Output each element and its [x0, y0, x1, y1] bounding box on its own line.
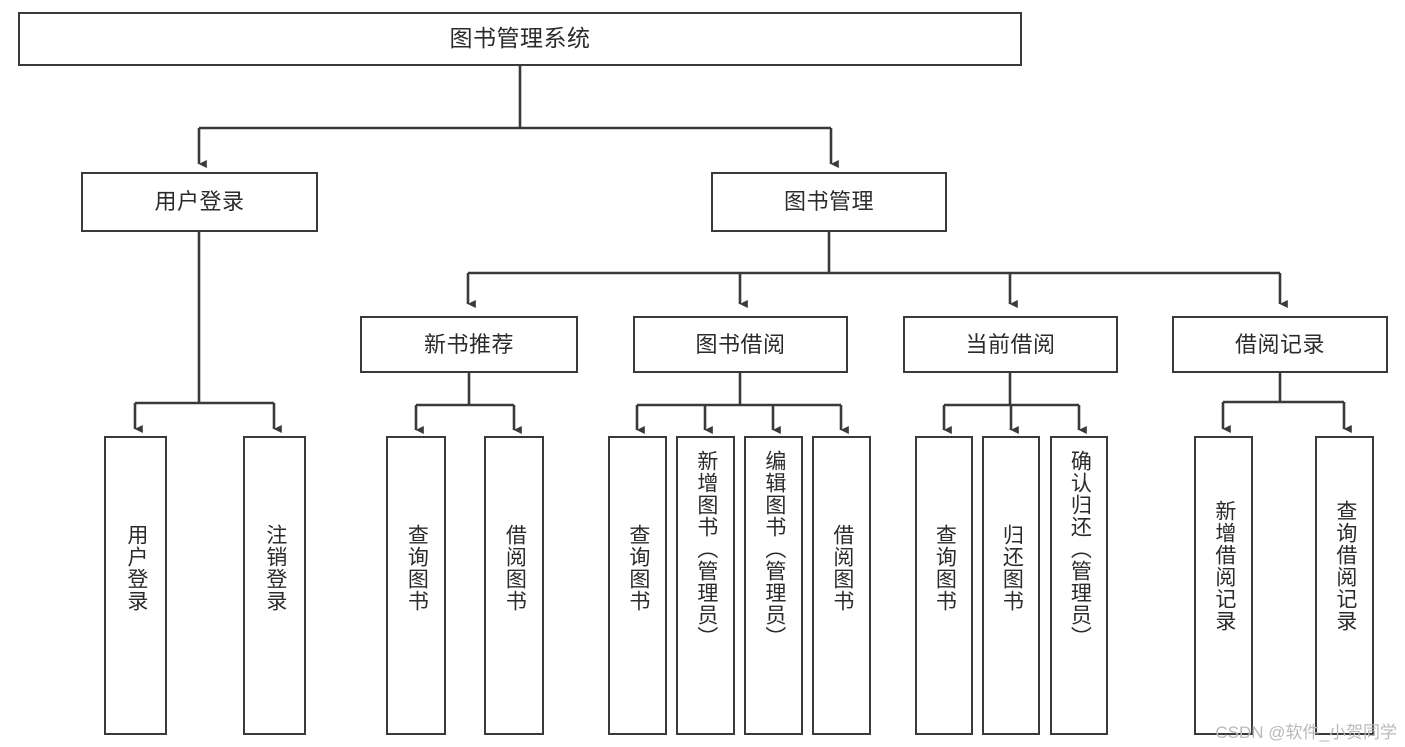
node-leaf-edit-book-admin[interactable]: 编辑图书（管理员） [744, 436, 803, 735]
node-label: 注销登录 [263, 524, 287, 612]
node-label: 新增借阅记录 [1212, 500, 1236, 632]
node-user-login[interactable]: 用户登录 [81, 172, 318, 232]
node-book-management[interactable]: 图书管理 [711, 172, 947, 232]
node-label: 查询图书 [626, 524, 650, 612]
node-label: 查询借阅记录 [1333, 500, 1357, 632]
node-label: 图书管理 [783, 189, 874, 215]
node-label: 查询图书 [405, 524, 429, 612]
node-root-system[interactable]: 图书管理系统 [18, 12, 1022, 66]
node-leaf-add-book-admin[interactable]: 新增图书（管理员） [676, 436, 735, 735]
node-label: 图书借阅 [695, 331, 786, 357]
node-leaf-query-book-current[interactable]: 查询图书 [915, 436, 973, 735]
node-leaf-confirm-return-admin[interactable]: 确认归还（管理员） [1050, 436, 1108, 735]
node-label: 用户登录 [124, 524, 148, 612]
node-leaf-query-book-borrow[interactable]: 查询图书 [608, 436, 667, 735]
node-label: 借阅图书 [503, 524, 527, 612]
node-leaf-logout[interactable]: 注销登录 [243, 436, 306, 735]
node-current-borrow[interactable]: 当前借阅 [903, 316, 1118, 373]
node-leaf-user-login[interactable]: 用户登录 [104, 436, 167, 735]
node-book-borrow[interactable]: 图书借阅 [633, 316, 848, 373]
node-leaf-borrow-book[interactable]: 借阅图书 [812, 436, 871, 735]
node-label: 归还图书 [1000, 524, 1024, 612]
node-label: 新增图书（管理员） [694, 450, 718, 648]
node-label: 用户登录 [154, 189, 245, 215]
node-leaf-borrow-book-recommend[interactable]: 借阅图书 [484, 436, 544, 735]
node-leaf-add-borrow-record[interactable]: 新增借阅记录 [1194, 436, 1253, 735]
node-label: 图书管理系统 [449, 25, 591, 52]
node-label: 借阅记录 [1234, 331, 1325, 357]
node-leaf-query-book-recommend[interactable]: 查询图书 [386, 436, 446, 735]
node-label: 借阅图书 [830, 524, 854, 612]
node-new-book-recommend[interactable]: 新书推荐 [360, 316, 578, 373]
node-leaf-query-borrow-record[interactable]: 查询借阅记录 [1315, 436, 1374, 735]
node-label: 查询图书 [933, 524, 957, 612]
node-label: 编辑图书（管理员） [762, 450, 786, 648]
node-borrow-record[interactable]: 借阅记录 [1172, 316, 1388, 373]
node-label: 确认归还（管理员） [1068, 450, 1092, 648]
node-leaf-return-book[interactable]: 归还图书 [982, 436, 1040, 735]
node-label: 新书推荐 [423, 331, 514, 357]
node-label: 当前借阅 [965, 331, 1056, 357]
